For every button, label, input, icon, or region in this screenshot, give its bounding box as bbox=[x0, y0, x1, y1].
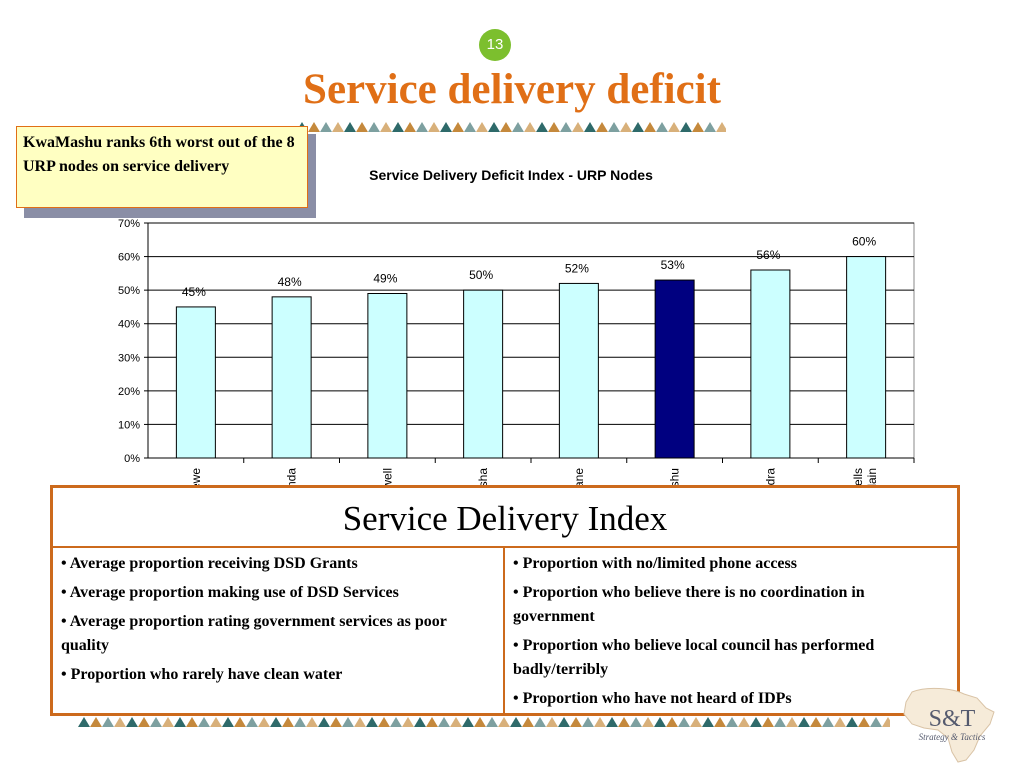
chart-title: Service Delivery Deficit Index - URP Nod… bbox=[369, 167, 653, 183]
y-tick-label: 40% bbox=[118, 319, 140, 331]
logo-tagline: Strategy & Tactics bbox=[919, 732, 986, 742]
callout-box: KwaMashu ranks 6th worst out of the 8 UR… bbox=[16, 126, 308, 208]
slide-number-badge: 13 bbox=[479, 29, 511, 61]
bar-mitchells-plain bbox=[846, 256, 887, 459]
sdi-item: • Average proportion making use of DSD S… bbox=[61, 584, 399, 601]
sdi-item: • Proportion with no/limited phone acces… bbox=[513, 555, 797, 572]
data-label: 53% bbox=[661, 258, 685, 272]
data-label: 52% bbox=[565, 261, 589, 275]
africa-map-icon bbox=[903, 687, 995, 763]
bar-galeshewe bbox=[175, 306, 216, 459]
y-tick-label: 0% bbox=[124, 453, 140, 465]
deficit-bar-chart: Service Delivery Deficit Index - URP Nod… bbox=[118, 167, 915, 530]
data-label: 60% bbox=[852, 235, 876, 249]
sdi-title: Service Delivery Index bbox=[53, 488, 957, 548]
sdi-item: • Average proportion rating government s… bbox=[61, 613, 447, 654]
bar-motherwell bbox=[367, 293, 408, 459]
data-label: 45% bbox=[182, 285, 206, 299]
sdi-item: • Proportion who rarely have clean water bbox=[61, 666, 343, 683]
bar-inanda bbox=[271, 296, 312, 459]
sdi-item: • Average proportion receiving DSD Grant… bbox=[61, 555, 358, 572]
zigzag-top-ornament bbox=[296, 122, 726, 132]
y-tick-label: 30% bbox=[118, 352, 140, 364]
zigzag-bottom-ornament bbox=[78, 717, 890, 727]
y-tick-label: 10% bbox=[118, 419, 140, 431]
sdi-item: • Proportion who have not heard of IDPs bbox=[513, 690, 792, 707]
sdi-panel: Service Delivery Index • Average proport… bbox=[50, 485, 960, 716]
plot-area bbox=[147, 222, 915, 459]
data-label: 56% bbox=[756, 248, 780, 262]
sdi-item: • Proportion who believe there is no coo… bbox=[513, 584, 865, 625]
bar-alexandra bbox=[750, 269, 791, 459]
sdi-left-column: • Average proportion receiving DSD Grant… bbox=[53, 548, 505, 713]
bar-mdantsane bbox=[558, 282, 599, 459]
logo-brand: S&T bbox=[929, 706, 976, 732]
bar-kwamashu bbox=[654, 279, 695, 459]
data-label: 48% bbox=[278, 275, 302, 289]
y-tick-label: 20% bbox=[118, 386, 140, 398]
st-logo: S&T Strategy & Tactics bbox=[903, 687, 995, 763]
y-tick-label: 70% bbox=[118, 218, 140, 230]
slide-title: Service delivery deficit bbox=[303, 66, 721, 113]
bar-khayelitsha bbox=[463, 289, 504, 459]
y-tick-label: 50% bbox=[118, 285, 140, 297]
sdi-item: • Proportion who believe local council h… bbox=[513, 637, 875, 678]
y-tick-label: 60% bbox=[118, 252, 140, 264]
sdi-right-column: • Proportion with no/limited phone acces… bbox=[505, 548, 957, 713]
data-label: 50% bbox=[469, 268, 493, 282]
data-label: 49% bbox=[373, 272, 397, 286]
